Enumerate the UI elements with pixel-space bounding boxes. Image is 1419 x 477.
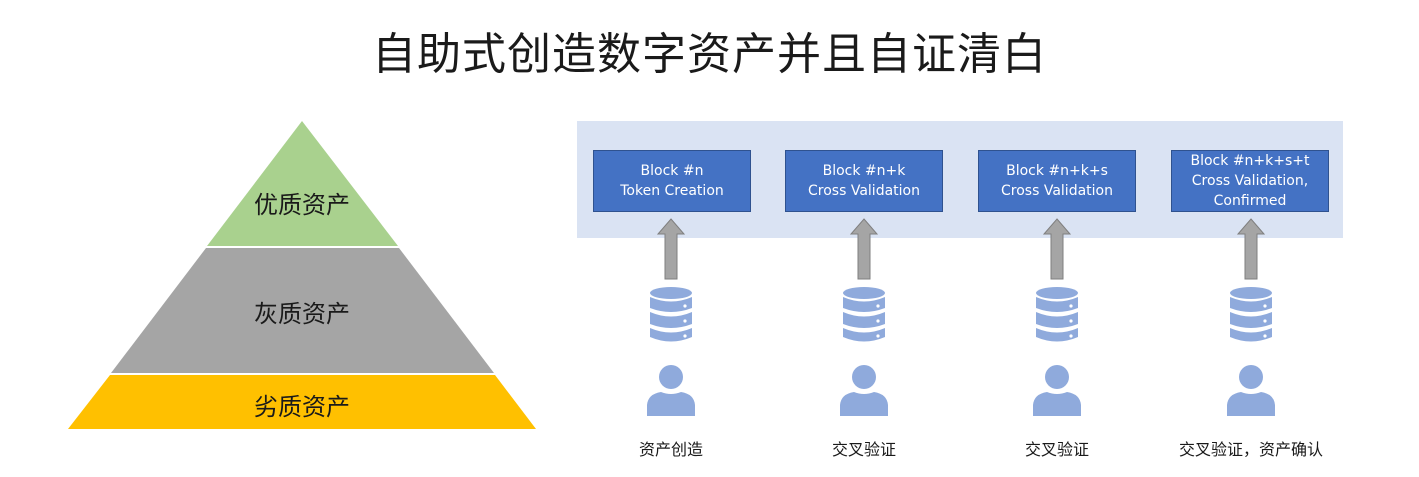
user-icon [647, 365, 695, 416]
block-n-k-s-t: Block #n+k+s+t Cross Validation, Confirm… [1171, 150, 1329, 212]
pyramid-tier-top [207, 121, 398, 246]
asset-quality-pyramid [68, 121, 536, 429]
pyramid-tier-bottom [68, 375, 536, 429]
block-subtitle: Cross Validation, [1191, 173, 1309, 189]
database-icon [1036, 287, 1078, 342]
block-n-k-s: Block #n+k+s Cross Validation [978, 150, 1136, 212]
step-label: 资产创造 [638, 440, 703, 459]
page-title: 自助式创造数字资产并且自证清白 [372, 29, 1047, 80]
user-icon [1033, 365, 1081, 416]
user-icon [1227, 365, 1275, 416]
block-n: Block #n Token Creation [593, 150, 751, 212]
database-icon [650, 287, 692, 342]
block-subtitle: Token Creation [620, 183, 724, 199]
up-arrow-icon [656, 218, 686, 280]
block-n-k: Block #n+k Cross Validation [785, 150, 943, 212]
block-title: Block #n+k+s+t [1190, 153, 1310, 169]
up-arrow-icon [849, 218, 879, 280]
step-label: 交叉验证 [831, 440, 896, 459]
pyramid-label-low-quality: 劣质资产 [254, 393, 350, 421]
step-label: 交叉验证，资产确认 [1178, 440, 1323, 459]
pyramid-tier-middle [111, 248, 494, 373]
database-icon [1230, 287, 1272, 342]
block-subtitle: Cross Validation [808, 183, 920, 199]
user-icon [840, 365, 888, 416]
database-icon [843, 287, 885, 342]
up-arrow-icon [1042, 218, 1072, 280]
block-title: Block #n [640, 163, 704, 179]
block-title: Block #n+k+s [1006, 163, 1108, 179]
block-subtitle: Cross Validation [1001, 183, 1113, 199]
block-status: Confirmed [1213, 193, 1287, 209]
pyramid-label-gray-quality: 灰质资产 [254, 300, 350, 328]
block-title: Block #n+k [822, 163, 906, 179]
up-arrow-icon [1236, 218, 1266, 280]
step-label: 交叉验证 [1024, 440, 1089, 459]
pyramid-label-high-quality: 优质资产 [254, 191, 350, 219]
